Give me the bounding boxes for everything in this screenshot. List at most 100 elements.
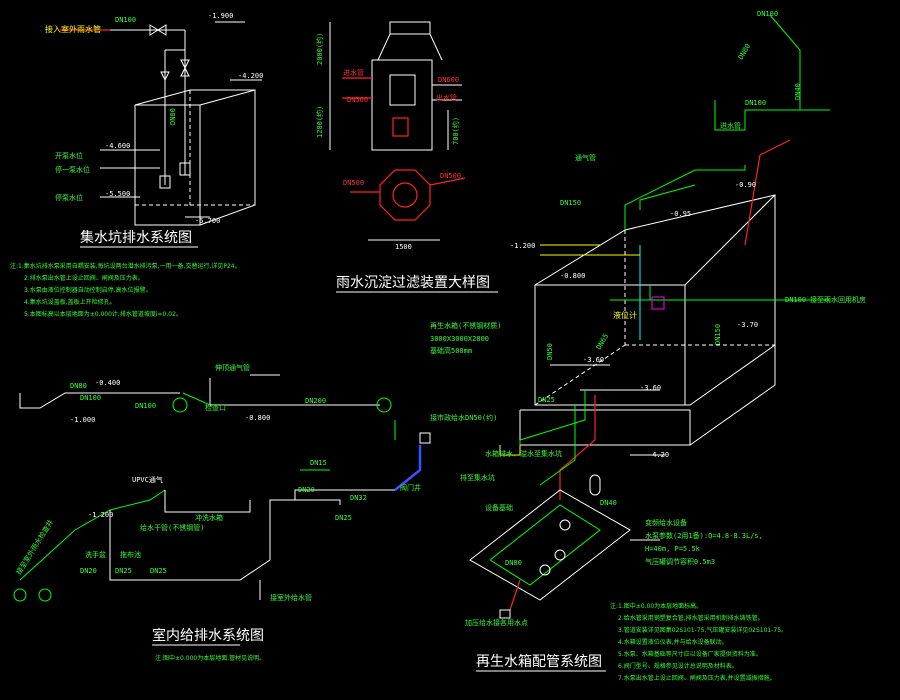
supply-pipe <box>164 490 251 513</box>
vent-pipe <box>639 184 696 210</box>
reclaimed-dn65: DN65 <box>595 332 610 351</box>
drain-pipe <box>19 392 180 409</box>
outlet-pipe <box>539 405 576 486</box>
valve-box-icon <box>419 432 431 444</box>
gate-valve-icon <box>160 71 170 82</box>
reclaimed-dn-outlet: DN100 <box>785 296 806 304</box>
indoor-elev3: -0.800 <box>245 414 270 422</box>
note-line: 7.水泵出水管上设止回阀、闸阀及压力表,并设置减振措施。 <box>618 674 776 682</box>
indoor-system-diagram: DN80 -0.400 DN100 -1.000 DN100 DN200 -0.… <box>13 363 497 662</box>
filter-plan-inner <box>392 182 418 208</box>
fixture-label: 拖布池 <box>120 550 141 559</box>
tank-foundation <box>519 409 691 446</box>
filter-h-right: 700(约) <box>451 117 460 145</box>
filter-h-mid: 1200(约) <box>315 106 324 138</box>
indoor-valve-note: 阀门井 <box>400 483 421 492</box>
reclaimed-funnel-label: 水箱排水、溢水至集水坑 <box>485 449 562 458</box>
reclaimed-dn-top: DN100 <box>745 99 766 107</box>
indoor-vent: 伸顶通气管 <box>215 363 250 372</box>
indoor-title: 室内给排水系统图 <box>152 627 264 644</box>
filter-plan-octagon <box>379 169 431 221</box>
note-line: 注:1.集水坑排水泵采用自耦安装,每坑设两台潜水排污泵,一用一备,交替运行,详见… <box>10 262 241 270</box>
reclaimed-dn-vent: DN100 <box>757 10 778 18</box>
check-valve-icon <box>180 59 190 70</box>
plan-outlet-pipe <box>429 177 466 186</box>
filter-dn-d: DN500 <box>440 172 461 180</box>
pressure-tank-icon <box>589 474 601 496</box>
sump-box-edge <box>199 89 256 106</box>
sump-drainage-diagram: DN100 -1.900 接入室外雨水管 -4.200 DN80 -4.600 … <box>45 12 263 248</box>
reclaimed-level-label: 液位计 <box>613 310 637 320</box>
filter-dome <box>377 33 443 61</box>
sump-level-label: 停泵水位 <box>55 193 83 202</box>
reclaimed-tank-height: 基础高500mm <box>430 346 472 355</box>
indoor-dn32: DN32 <box>350 494 367 502</box>
vent-pipe <box>624 165 746 230</box>
cleanout-icon <box>13 588 27 602</box>
filter-width: 1500 <box>395 243 412 251</box>
rain-filter-detail: 2000(约) 1200(约) 700(约) 进水管 DN500 DN600 出… <box>315 21 498 293</box>
sump-title: 集水坑排水系统图 <box>80 229 192 246</box>
indoor-elev1: -0.400 <box>95 379 120 387</box>
filter-element <box>389 74 416 106</box>
suction-pipe <box>559 395 596 500</box>
pump-icon <box>559 519 571 531</box>
supply-blue-pipe <box>394 445 422 491</box>
indoor-dn20: DN20 <box>80 567 97 575</box>
tank-foundation <box>689 345 776 446</box>
top-supply-pipe <box>714 14 801 131</box>
sump-level-label: 停一泵水位 <box>55 165 90 174</box>
indoor-cleanout: 检查口 <box>205 403 226 412</box>
sump-elev-box: -4.200 <box>238 72 263 80</box>
overflow-pipe <box>649 285 830 301</box>
reclaimed-pump-tank: 气压罐调节容积0.5m3 <box>645 557 715 566</box>
indoor-dn80: DN80 <box>70 382 87 390</box>
filter-body <box>371 59 433 151</box>
pump-piping-loop <box>489 504 601 586</box>
reclaimed-inlet-label: 进水管 <box>720 121 741 130</box>
pump-icon <box>554 549 566 561</box>
indoor-elev4: -1.200 <box>88 511 113 519</box>
reclaimed-dn80: DN80 <box>737 42 752 61</box>
supply-pipe <box>109 499 341 581</box>
indoor-dn25-b: DN25 <box>150 567 167 575</box>
filter-dn-c: DN500 <box>343 179 364 187</box>
indoor-dn15: DN15 <box>310 459 327 467</box>
indoor-elev2: -1.000 <box>70 416 95 424</box>
reclaimed-elev-water: -0.800 <box>560 272 585 280</box>
sump-dn-side: DN80 <box>169 108 177 125</box>
float-valve-icon <box>651 296 665 310</box>
sump-inflow-label: 接入室外雨水管 <box>45 24 101 34</box>
funnel-icon <box>499 445 521 456</box>
reclaimed-tank-size: 3000X3000X2800 <box>430 335 489 343</box>
reclaimed-dn40: DN40 <box>794 83 802 100</box>
filter-red-element <box>392 117 409 137</box>
sump-elev-bottom: -5.700 <box>195 217 220 225</box>
fixture-label: 洗手盆 <box>85 550 106 559</box>
fixture-label: 冲洗水箱 <box>195 513 223 522</box>
sump-elev-mid2: -5.500 <box>105 190 130 198</box>
indoor-top-note: 接市政给水DN50(约) <box>430 413 497 422</box>
note-line: 5.水泵、水箱基础等尺寸应以设备厂家提供资料为准。 <box>618 650 762 658</box>
red-vent-pipe <box>744 139 791 246</box>
reclaimed-dn40-b: DN40 <box>600 499 617 507</box>
note-line: 5.本图标高以本层地面为±0.000计,排水管道坡度i=0.02。 <box>24 310 182 318</box>
cleanout-icon <box>376 397 392 413</box>
reclaimed-drain-label: 排至集水坑 <box>460 473 495 482</box>
reclaimed-elev-top2: -0.95 <box>670 210 691 218</box>
filter-dn-b: DN600 <box>438 76 459 84</box>
gate-valve-icon <box>157 24 167 36</box>
cleanout-icon <box>38 588 52 602</box>
valve-box-icon <box>499 609 511 619</box>
filter-dn-a: DN500 <box>347 96 368 104</box>
reclaimed-pump-label: 变频给水设备 <box>645 518 687 527</box>
pump-icon <box>539 564 551 576</box>
indoor-bottom-note: 接室外给水管 <box>270 593 312 602</box>
note-line: 4.集水坑设盖板,盖板上开检修孔。 <box>24 298 116 306</box>
reclaimed-vent-label: 通气管 <box>575 153 596 162</box>
drain-connector <box>182 392 211 406</box>
reclaimed-pump-h: H=40m, P=5.5k <box>645 545 701 553</box>
reclaimed-tank-label: 再生水箱(不锈钢材质) <box>430 321 501 330</box>
pump-icon <box>159 175 171 189</box>
filter-inlet-label: 进水管 <box>343 68 364 77</box>
